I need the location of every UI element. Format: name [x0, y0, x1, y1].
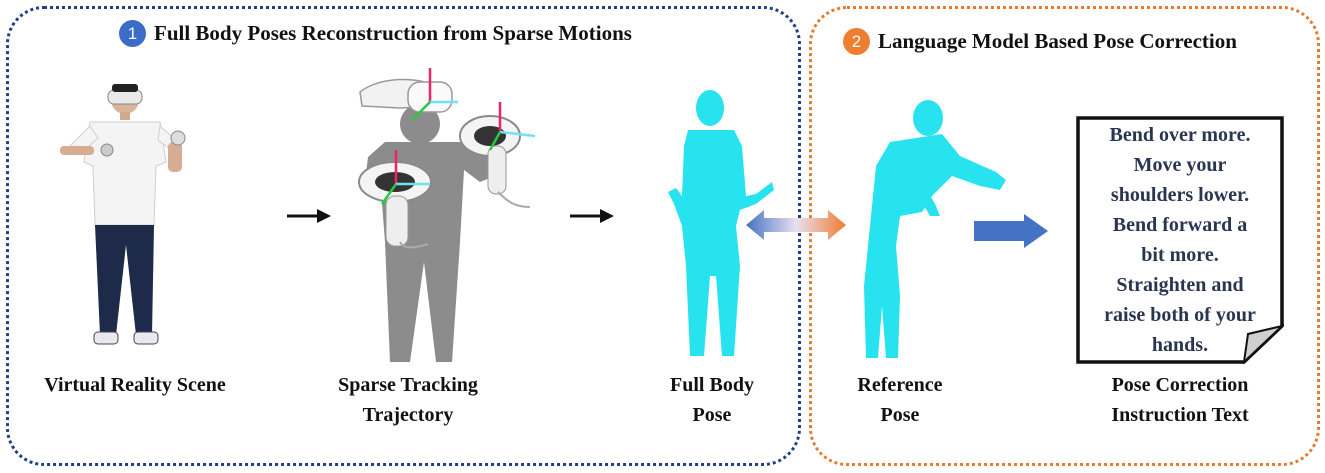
label-reference: Reference Pose	[840, 370, 960, 430]
step-number-2: 2	[843, 28, 870, 55]
person-photo	[60, 84, 186, 345]
instruction-text-block: Bend over more. Move your shoulders lowe…	[1078, 120, 1282, 360]
panel1-title-text: Full Body Poses Reconstruction from Spar…	[154, 21, 632, 45]
label-sparse-tracking: Sparse Tracking Trajectory	[318, 370, 498, 430]
label-vr-scene-text: Virtual Reality Scene	[44, 374, 226, 396]
panel-pose-reconstruction	[6, 6, 801, 466]
panel2-title-text: Language Model Based Pose Correction	[878, 29, 1237, 53]
instruction-line: shoulders lower.	[1110, 184, 1250, 206]
label-correction-line1: Pose Correction	[1111, 374, 1249, 396]
label-vr-scene: Virtual Reality Scene	[24, 370, 246, 400]
panel-pose-correction	[809, 6, 1320, 466]
instruction-line: Bend over more.	[1109, 124, 1251, 146]
instruction-line: hands.	[1151, 334, 1209, 356]
instruction-line: bit more.	[1141, 244, 1219, 266]
arrow-right-icon	[570, 209, 614, 223]
label-sparse-line2: Trajectory	[362, 404, 454, 426]
instruction-line: raise both of your	[1104, 304, 1256, 326]
note-paper-icon	[1076, 116, 1284, 364]
label-correction: Pose Correction Instruction Text	[1080, 370, 1280, 430]
instruction-line: Bend forward a	[1112, 214, 1248, 236]
label-sparse-line1: Sparse Tracking	[338, 374, 478, 396]
label-full-body: Full Body Pose	[648, 370, 776, 430]
block-arrow-right-icon	[974, 214, 1048, 248]
reference-pose-mesh-figure	[864, 100, 1006, 358]
instruction-line: Move your	[1133, 154, 1227, 176]
label-fullbody-line2: Pose	[692, 404, 732, 426]
full-body-mesh-figure	[668, 90, 774, 356]
label-reference-line1: Reference	[857, 374, 943, 396]
arrow-right-icon	[287, 209, 331, 223]
label-fullbody-line1: Full Body	[670, 374, 754, 396]
sparse-tracking-figure	[358, 68, 536, 362]
panel1-title: 1 Full Body Poses Reconstruction from Sp…	[119, 20, 632, 47]
instruction-line: Straighten and	[1116, 274, 1244, 296]
panel2-title: 2 Language Model Based Pose Correction	[843, 28, 1237, 55]
label-reference-line2: Pose	[880, 404, 920, 426]
double-arrow-icon	[746, 210, 846, 240]
label-correction-line2: Instruction Text	[1111, 404, 1249, 426]
step-number-1: 1	[119, 20, 146, 47]
